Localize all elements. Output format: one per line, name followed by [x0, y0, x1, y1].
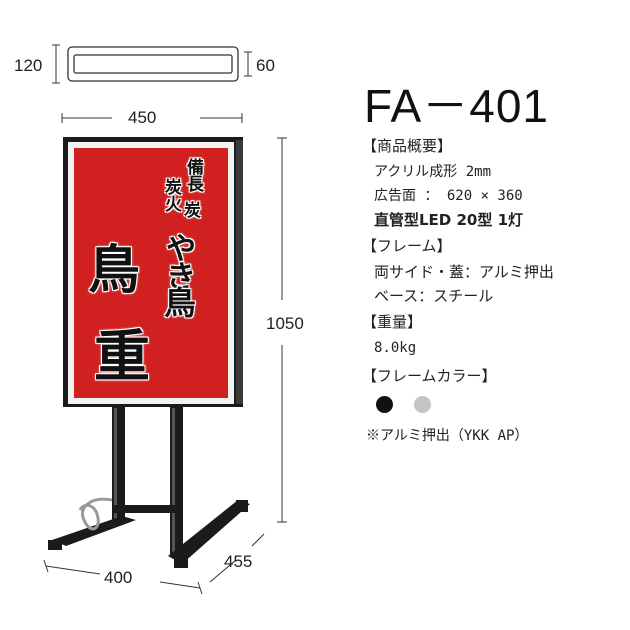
- spec-acrylic: アクリル成形 2mm: [374, 164, 492, 180]
- spec-heading-weight: 【重量】: [362, 313, 423, 331]
- color-swatch-black: [376, 396, 393, 413]
- base-width-dim-line: [43, 559, 203, 595]
- spec-heading-frame: 【フレーム】: [362, 237, 452, 255]
- base-depth-dim-line: [209, 533, 265, 583]
- sign-text-ju-big: 重: [94, 324, 150, 390]
- sign-text-tori-small: 鳥: [164, 284, 197, 322]
- sign-text-bincho: 備長: [183, 158, 203, 192]
- stand: [48, 404, 250, 568]
- spec-base: ベース：スチール: [374, 287, 494, 305]
- spec-heading-color: 【フレームカラー】: [362, 367, 497, 385]
- dim-base-depth: 455: [224, 552, 253, 571]
- dim-top-thickness: 60: [256, 56, 275, 75]
- spec-ad-area: 広告面 ： 620 × 360: [374, 188, 523, 204]
- width-dim-line: [61, 113, 243, 123]
- sign-text-ki: き: [166, 260, 196, 295]
- power-cord: [78, 497, 113, 531]
- height-dim-line: [277, 137, 287, 523]
- spec-note: ※アルミ押出（YKK AP）: [366, 428, 529, 444]
- sign-cabinet: [63, 137, 243, 407]
- sign-text-tori-big: 鳥: [88, 240, 141, 301]
- sign-text-ya: や: [166, 232, 196, 267]
- spec-heading-product: 【商品概要】: [362, 137, 453, 155]
- model-number: FA－401: [364, 80, 549, 132]
- sign-text-tanbi: 炭火: [161, 178, 181, 212]
- color-swatch-silver: [414, 396, 431, 413]
- spec-led: 直管型LED 20型 1灯: [374, 211, 524, 229]
- sign-text-sumi: 炭: [184, 201, 201, 221]
- dim-base-width: 400: [104, 568, 133, 587]
- spec-sides: 両サイド・蓋：アルミ押出: [374, 263, 554, 281]
- dim-top-depth: 120: [14, 56, 43, 75]
- dim-height: 1050: [266, 314, 304, 333]
- top-view: [67, 46, 239, 82]
- top-dim-lines: [52, 44, 252, 84]
- spec-weight: 8.0kg: [374, 340, 417, 356]
- dim-width: 450: [128, 108, 157, 127]
